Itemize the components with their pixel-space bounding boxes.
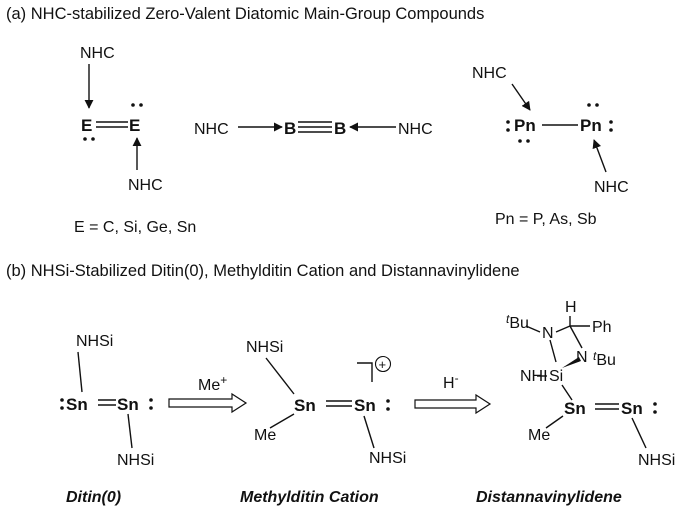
lone-pair-dot bbox=[506, 120, 510, 124]
nhc-label: NHC bbox=[80, 45, 115, 62]
methyl-label: Me bbox=[528, 427, 550, 444]
lone-pair-dot bbox=[139, 103, 143, 107]
methylditin-structure: NHSi Sn Me Sn NHSi + bbox=[246, 339, 406, 467]
pnictogen-atom: Pn bbox=[580, 116, 602, 135]
lone-pair-dot bbox=[149, 406, 153, 410]
nitrogen-label: N bbox=[542, 325, 554, 342]
lone-pair-dot bbox=[131, 103, 135, 107]
lone-pair-dot bbox=[83, 137, 87, 141]
section-b-title: (b) NHSi-Stabilized Ditin(0), Methylditi… bbox=[6, 262, 520, 280]
tin-atom: Sn bbox=[117, 395, 139, 414]
open-arrow bbox=[168, 392, 248, 414]
dative-arrow bbox=[511, 83, 531, 111]
lone-pair-dot bbox=[386, 399, 390, 403]
element-atom: E bbox=[129, 116, 140, 135]
sn-methyl-bond bbox=[545, 415, 564, 429]
sn-nhsi-bond bbox=[77, 351, 83, 393]
boron-atom: B bbox=[334, 119, 346, 138]
charge-bracket bbox=[357, 362, 373, 382]
sn-nhsi-bond bbox=[631, 417, 647, 449]
hydrogen-label: H bbox=[565, 299, 577, 316]
tin-atom: Sn bbox=[66, 395, 88, 414]
nhsi-label: NHSi bbox=[369, 450, 406, 467]
section-a-title: (a) NHC-stabilized Zero-Valent Diatomic … bbox=[6, 5, 484, 23]
element-atom: E bbox=[81, 116, 92, 135]
tbu-label: tBu bbox=[506, 312, 529, 332]
methylditin-caption: Methylditin Cation bbox=[240, 489, 379, 506]
ditin-structure: NHSi Sn Sn NHSi bbox=[60, 333, 154, 469]
sn-nhsi-bond bbox=[363, 415, 375, 449]
reagent-label: H- bbox=[443, 371, 459, 392]
tin-atom: Sn bbox=[294, 396, 316, 415]
tin-atom: Sn bbox=[621, 399, 643, 418]
sn-methyl-bond bbox=[269, 413, 295, 429]
charge-sign: + bbox=[379, 357, 387, 372]
reaction-arrow-2: H- bbox=[414, 371, 492, 415]
nhsi-label: NHSi bbox=[246, 339, 283, 356]
lone-pair-dot bbox=[653, 402, 657, 406]
charge-circle bbox=[374, 355, 392, 373]
nhsi-label: NHSi bbox=[638, 452, 675, 469]
pn2-structure: NHC Pn Pn NHC bbox=[472, 65, 629, 196]
nhc-label: NHC bbox=[472, 65, 507, 82]
lone-pair-dot bbox=[587, 103, 591, 107]
distannavinylidene-structure: H tBu N Ph N tBu NHI Si Sn Me Sn NHSi bbox=[506, 299, 675, 469]
pn-definition-caption: Pn = P, As, Sb bbox=[495, 211, 597, 228]
pnictogen-atom: Pn bbox=[514, 116, 536, 135]
dative-arrow bbox=[592, 139, 607, 173]
boron-atom: B bbox=[284, 119, 296, 138]
distannavinylidene-caption: Distannavinylidene bbox=[476, 489, 622, 506]
tbu-label: tBu bbox=[593, 349, 616, 369]
lone-pair-dot bbox=[60, 398, 64, 402]
open-arrow bbox=[414, 393, 492, 415]
n-c-bond bbox=[555, 325, 571, 333]
silicon-label: Si bbox=[549, 368, 563, 385]
lone-pair-dot bbox=[653, 410, 657, 414]
tin-atom: Sn bbox=[354, 396, 376, 415]
lone-pair-dot bbox=[595, 103, 599, 107]
ditin-caption: Ditin(0) bbox=[66, 489, 121, 506]
lone-pair-dot bbox=[609, 120, 613, 124]
nhsi-label: NHSi bbox=[76, 333, 113, 350]
c-n-bond bbox=[569, 325, 583, 349]
lone-pair-dot bbox=[526, 139, 530, 143]
nhsi-label: NHSi bbox=[117, 452, 154, 469]
reaction-arrow-1: Me+ bbox=[168, 373, 248, 414]
nhi-label: NHI bbox=[520, 368, 548, 385]
lone-pair-dot bbox=[609, 128, 613, 132]
methyl-label: Me bbox=[254, 427, 276, 444]
nhc-label: NHC bbox=[194, 121, 229, 138]
b2-structure: NHC B B NHC bbox=[194, 119, 433, 138]
tin-atom: Sn bbox=[564, 399, 586, 418]
lone-pair-dot bbox=[91, 137, 95, 141]
e2-structure: NHC E E NHC bbox=[80, 45, 163, 194]
e-definition-caption: E = C, Si, Ge, Sn bbox=[74, 219, 196, 236]
n-tbu-bond bbox=[525, 325, 541, 333]
nhc-label: NHC bbox=[128, 177, 163, 194]
lone-pair-dot bbox=[149, 398, 153, 402]
nhc-label: NHC bbox=[398, 121, 433, 138]
n-si-bond bbox=[549, 339, 557, 363]
reagent-label: Me+ bbox=[198, 373, 227, 394]
nhc-label: NHC bbox=[594, 179, 629, 196]
si-sn-bond bbox=[561, 384, 573, 401]
lone-pair-dot bbox=[518, 139, 522, 143]
phenyl-label: Ph bbox=[592, 319, 612, 336]
nitrogen-label: N bbox=[576, 349, 588, 366]
wedge-bond bbox=[562, 357, 581, 368]
lone-pair-dot bbox=[60, 406, 64, 410]
sn-nhsi-bond bbox=[127, 413, 133, 449]
lone-pair-dot bbox=[386, 407, 390, 411]
sn-nhsi-bond bbox=[265, 357, 295, 395]
lone-pair-dot bbox=[506, 128, 510, 132]
